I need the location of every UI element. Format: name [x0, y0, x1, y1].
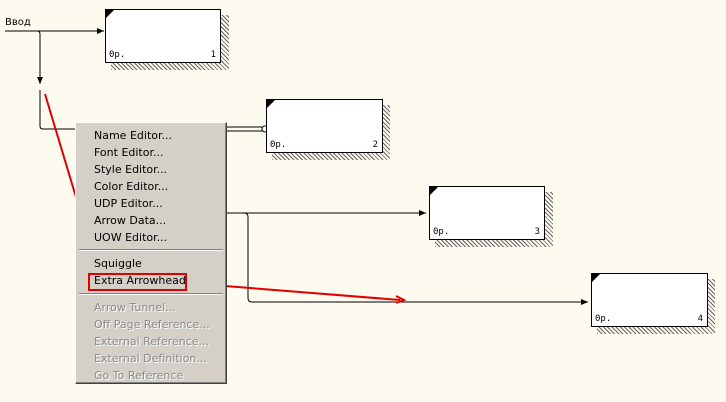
menu-item-off-page-reference: Off Page Reference...: [94, 318, 210, 331]
menu-separator: [79, 249, 223, 251]
menu-item-uow-editor[interactable]: UOW Editor...: [94, 231, 168, 244]
menu-item-extra-arrowhead[interactable]: Extra Arrowhead: [94, 274, 186, 287]
menu-item-external-definition: External Definition...: [94, 352, 207, 365]
box-number: 4: [697, 314, 703, 324]
box-corner-marker: [430, 187, 438, 195]
menu-item-color-editor[interactable]: Color Editor...: [94, 180, 169, 193]
arrow-input[interactable]: [5, 28, 104, 130]
menu-item-go-to-reference: Go To Reference: [94, 369, 184, 382]
menu-item-arrow-tunnel: Arrow Tunnel...: [94, 301, 176, 314]
menu-item-external-reference: External Reference...: [94, 335, 210, 348]
arrow-context-menu: Name Editor... Font Editor... Style Edit…: [75, 122, 227, 384]
box-op-label: 0р.: [433, 227, 450, 237]
box-corner-marker: [106, 10, 114, 18]
menu-separator: [79, 293, 223, 295]
box-number: 3: [534, 227, 540, 237]
menu-item-udp-editor[interactable]: UDP Editor...: [94, 197, 163, 210]
box-op-label: 0р.: [109, 50, 126, 60]
box-corner-marker: [267, 100, 275, 108]
menu-item-name-editor[interactable]: Name Editor...: [94, 129, 172, 142]
box-number: 1: [210, 50, 216, 60]
menu-item-arrow-data[interactable]: Arrow Data...: [94, 214, 167, 227]
box-op-label: 0р.: [595, 314, 612, 324]
box-corner-marker: [592, 274, 600, 282]
menu-item-font-editor[interactable]: Font Editor...: [94, 146, 164, 159]
menu-item-style-editor[interactable]: Style Editor...: [94, 163, 168, 176]
menu-item-squiggle[interactable]: Squiggle: [94, 257, 142, 270]
input-arrow-label: Ввод: [5, 17, 31, 28]
arrow-branch[interactable]: [226, 210, 588, 305]
annotation-highlight-box: [88, 273, 187, 291]
activity-box-4[interactable]: 0р. 4: [591, 273, 708, 327]
activity-box-3[interactable]: 0р. 3: [429, 186, 545, 240]
activity-box-1[interactable]: 0р. 1: [105, 9, 221, 63]
box-op-label: 0р.: [270, 140, 287, 150]
box-number: 2: [372, 140, 378, 150]
arrow-to-box-2[interactable]: [226, 125, 269, 133]
activity-box-2[interactable]: 0р. 2: [266, 99, 383, 153]
